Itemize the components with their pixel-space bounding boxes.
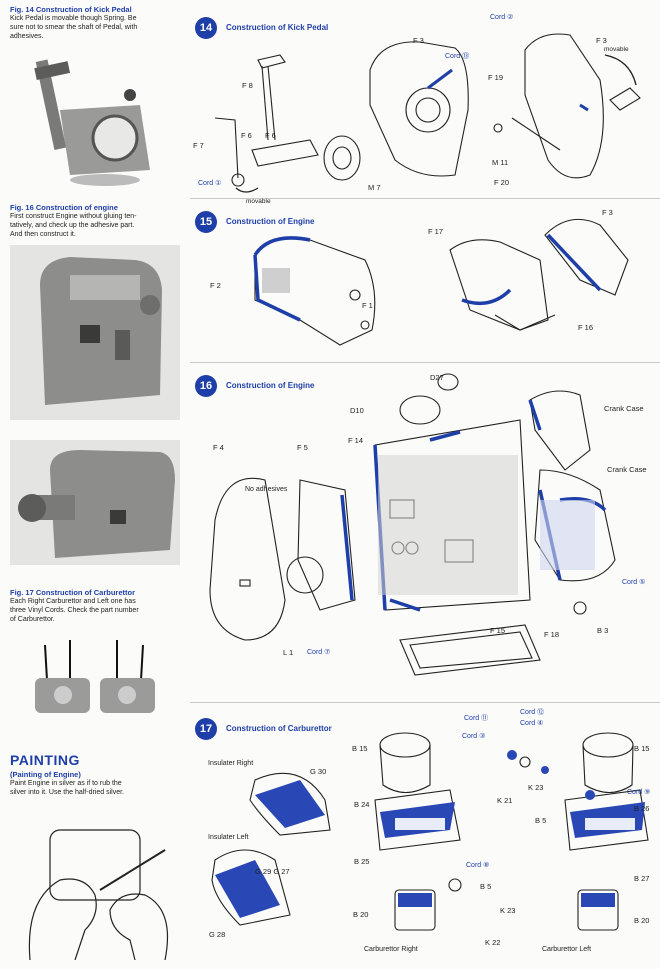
label-cord-12: Cord ⑫ [520, 709, 545, 716]
label-b26: B 26 [634, 804, 650, 813]
label-f3: F 3 [413, 36, 424, 45]
label-f16: F 16 [578, 323, 594, 332]
label-f3: F 3 [596, 36, 607, 45]
painting-hands-illustration [15, 820, 180, 960]
label-f6: F 6 [265, 131, 276, 140]
label-k23: K 23 [500, 906, 516, 915]
label-b3: B 3 [597, 626, 609, 635]
label-f5: F 5 [297, 443, 308, 452]
label-f4: F 4 [213, 443, 224, 452]
label-k23: K 23 [528, 783, 544, 792]
fig16-body-line: First construct Engine without gluing te… [10, 213, 137, 220]
label-cord-11: Cord ⑪ [464, 715, 489, 722]
fig14-body-line: sure not to smear the shaft of Pedal, wi… [10, 24, 138, 31]
carburettor-photo [10, 440, 180, 565]
painting-body-line: silver into it. Use the half-dried silve… [10, 789, 124, 796]
fig16-body-line: And then construct it. [10, 231, 76, 238]
section-divider [190, 198, 660, 199]
label-f1: F 1 [362, 301, 373, 310]
label-g28: G 28 [209, 930, 226, 939]
label-m11: M 11 [492, 158, 509, 167]
fig14-body-line: Kick Pedal is movable though Spring. Be [10, 15, 137, 22]
label-b15: B 15 [352, 744, 368, 753]
label-cord-1: Cord ① [198, 180, 222, 187]
label-b25: B 25 [354, 857, 370, 866]
fig14-body-line: adhesives. [10, 33, 44, 40]
label-f14: F 14 [348, 436, 364, 445]
step-number-badge: 15 [195, 211, 217, 233]
label-g29-g27: G 29 G 27 [255, 867, 290, 876]
label-crank-case: Crank Case [604, 404, 644, 413]
step-number-badge: 14 [195, 17, 217, 39]
fig17-caption: Fig. 17 Construction of Carburettor Each… [10, 588, 186, 624]
painting-section: PAINTING (Painting of Engine) Paint Engi… [10, 752, 186, 797]
label-d27: D27 [430, 373, 444, 382]
label-l1: L 1 [283, 648, 294, 657]
label-cord-2: Cord ② [490, 14, 514, 21]
label-cord-9: Cord ⑨ [627, 789, 651, 796]
step-number-badge: 17 [195, 718, 217, 740]
label-cord-3: Cord ③ [462, 733, 486, 740]
label-k21: K 21 [497, 796, 513, 805]
label-carburettor-right: Carburettor Right [364, 946, 418, 953]
painting-subheading: (Painting of Engine) [10, 770, 81, 779]
engine-photo [10, 245, 180, 420]
label-f7: F 7 [193, 141, 204, 150]
fig17-title: Fig. 17 Construction of Carburettor [10, 588, 136, 597]
painting-body-line: Paint Engine in silver as if to rub the [10, 780, 122, 787]
label-f2: F 2 [210, 281, 221, 290]
label-b5: B 5 [535, 816, 547, 825]
fig14-caption: Fig. 14 Construction of Kick Pedal Kick … [10, 5, 186, 41]
label-cord-5: Cord ⑤ [622, 579, 646, 586]
label-movable: movable [246, 198, 271, 205]
label-m7: M 7 [368, 183, 381, 192]
kick-pedal-photo [20, 50, 170, 190]
section-divider [190, 362, 660, 363]
label-carburettor-left: Carburettor Left [542, 946, 592, 953]
label-b24: B 24 [354, 800, 370, 809]
fig17-body-line: Each Right Carburettor and Left one has [10, 598, 136, 605]
label-b5: B 5 [480, 882, 492, 891]
label-b15: B 15 [634, 744, 650, 753]
label-cord-7: Cord ⑦ [307, 649, 331, 656]
step-number-badge: 16 [195, 375, 217, 397]
label-f6: F 6 [241, 131, 252, 140]
step-title: Construction of Carburettor [226, 724, 332, 733]
label-f17: F 17 [428, 227, 444, 236]
fig16-title: Fig. 16 Construction of engine [10, 203, 118, 212]
label-no-adhesives: No adhesives [245, 486, 288, 493]
label-movable: movable [604, 46, 629, 53]
carburettor-pair-photo [25, 640, 165, 730]
step-title: Construction of Kick Pedal [226, 23, 329, 32]
fig17-body-line: three Vinyl Cords. Check the part number [10, 607, 139, 614]
label-f3: F 3 [602, 208, 613, 217]
label-insulater-left: Insulater Left [208, 834, 249, 841]
label-f18: F 18 [544, 630, 560, 639]
label-insulater-right: Insulater Right [208, 760, 254, 767]
fig17-body-line: of Carburettor. [10, 616, 55, 623]
step-title: Construction of Engine [226, 381, 315, 390]
label-g30: G 30 [310, 767, 327, 776]
label-f20: F 20 [494, 178, 510, 187]
label-f15: F 15 [490, 626, 506, 635]
label-k22: K 22 [485, 938, 501, 947]
label-crank-case: Crank Case [607, 465, 647, 474]
label-b20: B 20 [353, 910, 369, 919]
label-f8: F 8 [242, 81, 253, 90]
step-title: Construction of Engine [226, 217, 315, 226]
label-cord-13: Cord ⑬ [445, 53, 470, 60]
fig14-title: Fig. 14 Construction of Kick Pedal [10, 5, 132, 14]
painting-heading: PAINTING [10, 752, 80, 768]
section-divider [190, 702, 660, 703]
fig16-caption: Fig. 16 Construction of engine First con… [10, 203, 186, 239]
label-f19: F 19 [488, 73, 504, 82]
label-b27: B 27 [634, 874, 650, 883]
label-cord-8: Cord ⑧ [466, 862, 490, 869]
label-d10: D10 [350, 406, 364, 415]
label-cord-4: Cord ④ [520, 720, 544, 727]
fig16-body-line: tatively, and check up the adhesive part… [10, 222, 135, 229]
label-b20: B 20 [634, 916, 650, 925]
